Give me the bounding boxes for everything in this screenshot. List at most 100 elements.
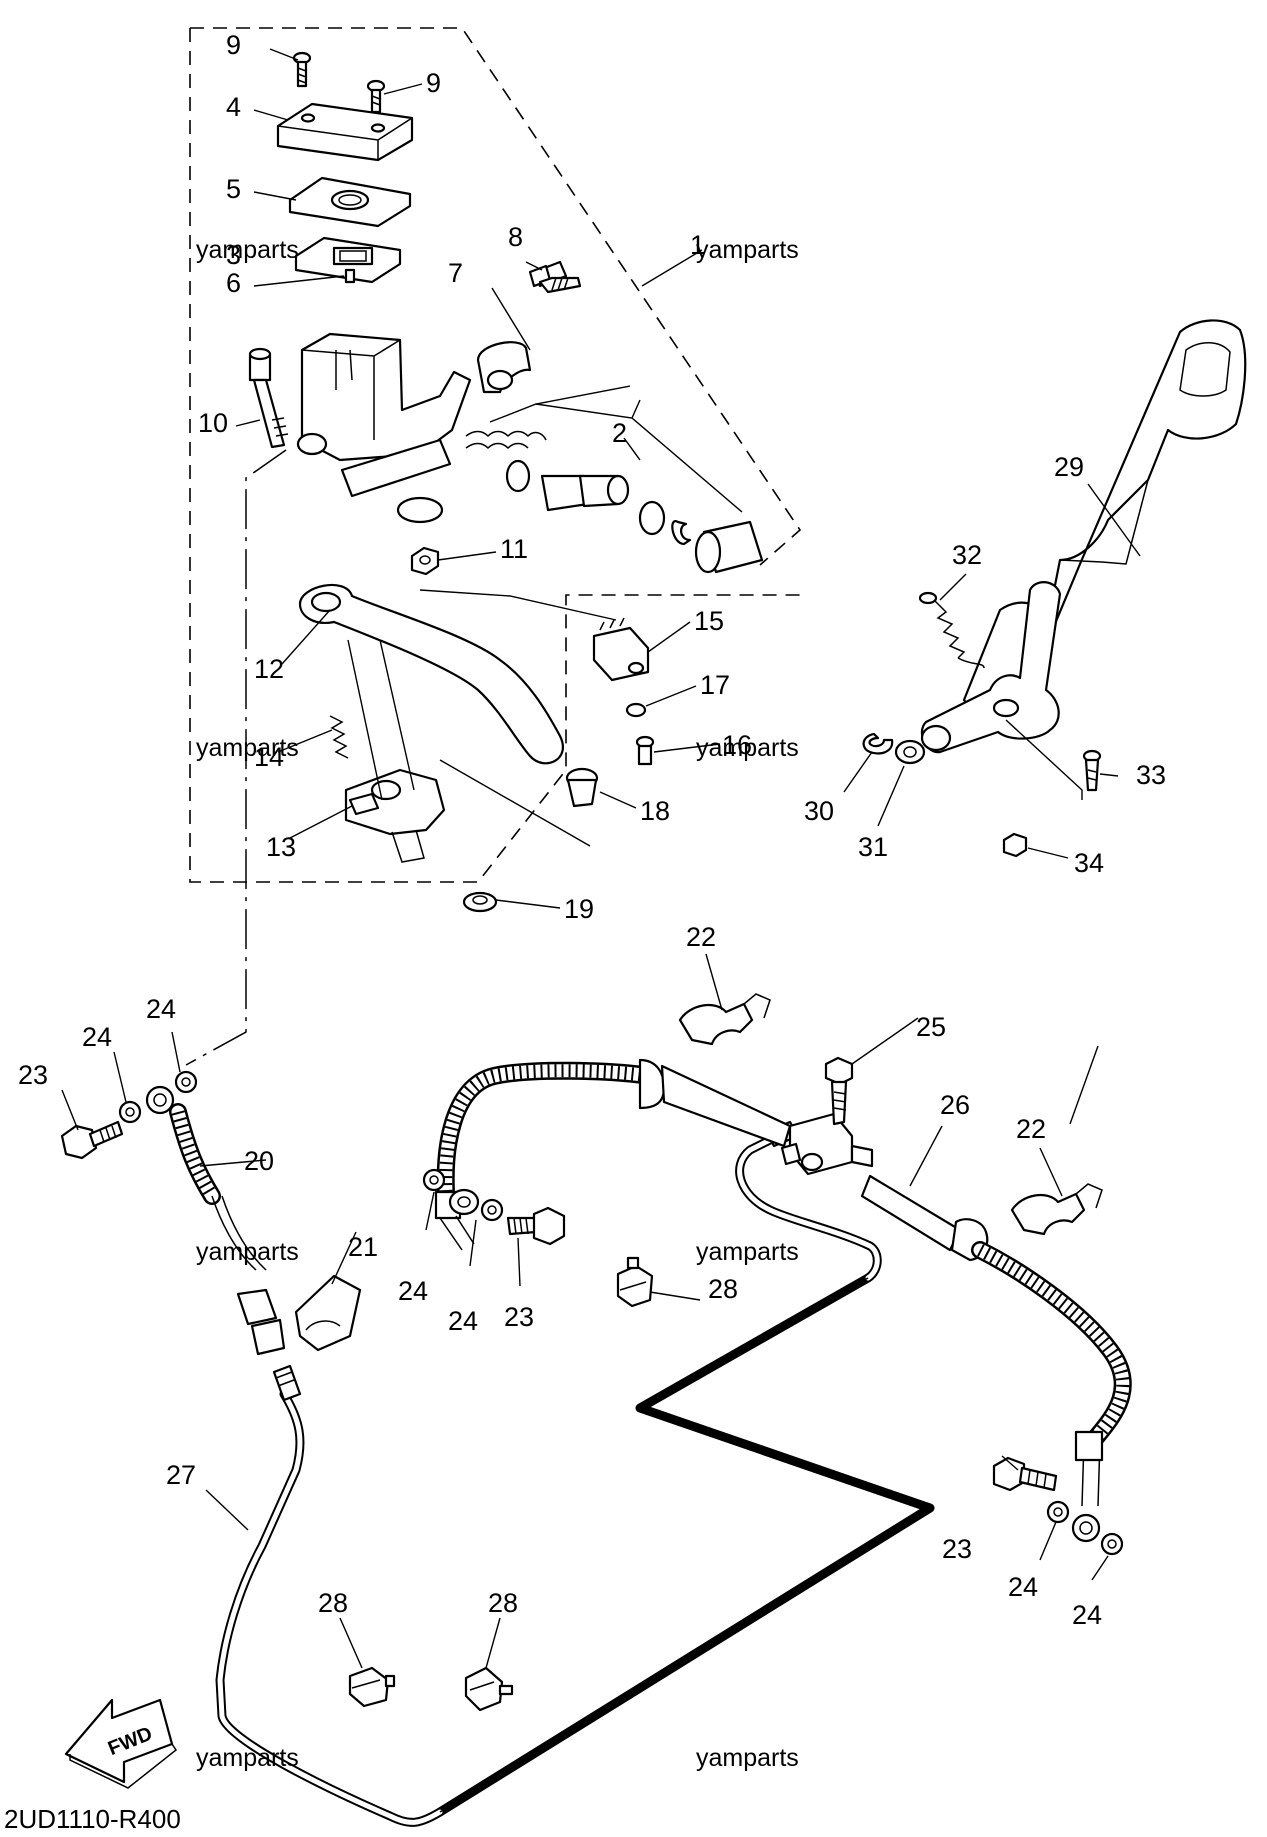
watermark-5: yamparts xyxy=(196,1238,299,1266)
reservoir-cap-4 xyxy=(276,102,414,162)
brake-pedal-assembly xyxy=(862,319,1247,858)
pivot-bolt-10 xyxy=(248,347,289,449)
callout-24-f: 24 xyxy=(1072,1600,1102,1630)
clamp-22-lower xyxy=(1010,1183,1103,1236)
washer-17 xyxy=(625,702,647,718)
master-cylinder-body xyxy=(296,332,472,524)
callout-28-middle: 28 xyxy=(488,1588,518,1618)
watermark-3: yamparts xyxy=(196,734,299,762)
callout-29: 29 xyxy=(1054,452,1084,482)
watermark-6: yamparts xyxy=(696,1238,799,1266)
circlip-30 xyxy=(862,732,894,755)
washer-24-e xyxy=(1046,1500,1070,1524)
callout-5: 5 xyxy=(226,174,241,204)
junction-block xyxy=(780,1112,874,1176)
callout-4: 4 xyxy=(226,92,241,122)
callout-15: 15 xyxy=(694,606,724,636)
washer-31 xyxy=(894,739,926,765)
callout-22-lower: 22 xyxy=(1016,1114,1046,1144)
callout-34: 34 xyxy=(1074,848,1104,878)
callout-22-upper: 22 xyxy=(686,922,716,952)
callout-32: 32 xyxy=(952,540,982,570)
nut-11 xyxy=(410,546,440,576)
brake-switch-15 xyxy=(592,617,650,682)
piston-kit-2 xyxy=(465,385,764,574)
callout-24-e: 24 xyxy=(1008,1572,1038,1602)
callout-6: 6 xyxy=(226,268,241,298)
watermark-1: yamparts xyxy=(196,236,299,264)
banjo-fitting-upper xyxy=(145,1085,175,1115)
watermark-2: yamparts xyxy=(696,236,799,264)
brake-pipe-27 xyxy=(215,1135,935,1827)
callout-9-right: 9 xyxy=(426,68,441,98)
banjo-bolt-23-lower-right xyxy=(992,1456,1058,1492)
switch-guide-lines xyxy=(419,589,617,847)
master-cylinder-assembly xyxy=(248,51,764,913)
pipe-fitting-top xyxy=(272,1364,302,1402)
callout-31: 31 xyxy=(858,832,888,862)
fwd-arrow-icon: FWD xyxy=(64,1698,178,1789)
clip-21 xyxy=(294,1274,362,1352)
callout-30: 30 xyxy=(804,796,834,826)
screw-9-left xyxy=(292,51,312,88)
clip-28-left xyxy=(348,1666,396,1708)
washer-24-d xyxy=(480,1198,504,1222)
callout-11: 11 xyxy=(500,534,528,564)
bolt-33 xyxy=(1082,749,1102,792)
callout-19: 19 xyxy=(564,894,594,924)
assembly-boundary xyxy=(189,27,802,883)
callout-28-right: 28 xyxy=(708,1274,738,1304)
clamp-22-upper xyxy=(678,993,771,1046)
washer-24-a xyxy=(118,1100,142,1124)
callout-23-lower-right: 23 xyxy=(942,1534,972,1564)
pedal-arm xyxy=(920,581,1062,754)
brake-pedal-29 xyxy=(962,319,1247,720)
pipe-route-guide xyxy=(439,1277,932,1813)
callout-16: 16 xyxy=(722,730,752,760)
spring-14 xyxy=(329,715,349,759)
bolt-25 xyxy=(824,1056,854,1126)
callout-18: 18 xyxy=(640,796,670,826)
spring-32 xyxy=(918,591,985,669)
diaphragm-3 xyxy=(294,236,402,284)
bracket-13 xyxy=(344,768,446,863)
washer-24-f xyxy=(1100,1532,1124,1556)
callout-17: 17 xyxy=(700,670,730,700)
brake-lever-12 xyxy=(298,583,564,765)
callout-2: 2 xyxy=(612,418,627,448)
diaphragm-plate-5 xyxy=(288,176,412,228)
callout-1: 1 xyxy=(690,230,705,260)
boot-18 xyxy=(565,767,599,808)
banjo-fitting-lower xyxy=(1071,1513,1101,1543)
watermark-4: yamparts xyxy=(696,734,799,762)
lever-guide-lines xyxy=(347,639,415,801)
master-to-hose-guide xyxy=(185,449,287,1066)
screw-9-right xyxy=(366,79,386,114)
callout-24-d: 24 xyxy=(448,1306,478,1336)
clamp-7 xyxy=(476,341,532,394)
pedal-guide-line xyxy=(1005,719,1083,800)
callout-7: 7 xyxy=(448,258,463,288)
screw-16 xyxy=(635,735,655,766)
nut-34 xyxy=(1002,832,1028,858)
washer-24-b xyxy=(174,1070,198,1094)
callout-20: 20 xyxy=(244,1146,274,1176)
diagram-code: 2UD1110-R400 xyxy=(4,1804,181,1834)
callout-26: 26 xyxy=(940,1090,970,1120)
leader-lines xyxy=(61,48,1141,1669)
callout-23-upper-left: 23 xyxy=(18,1060,48,1090)
washer-24-c xyxy=(422,1168,446,1192)
callout-10: 10 xyxy=(198,408,228,438)
callout-28-left: 28 xyxy=(318,1588,348,1618)
banjo-fitting-mid xyxy=(448,1188,480,1216)
callout-24-a: 24 xyxy=(82,1022,112,1052)
callout-3: 3 xyxy=(226,240,241,270)
banjo-bolt-23-upper-left xyxy=(60,1120,124,1160)
plug-6 xyxy=(344,268,356,284)
bolt-8 xyxy=(528,260,582,294)
callout-12: 12 xyxy=(254,654,284,684)
callout-23-middle: 23 xyxy=(504,1302,534,1332)
rubber-19 xyxy=(462,891,498,913)
brake-lines xyxy=(60,449,1132,1827)
